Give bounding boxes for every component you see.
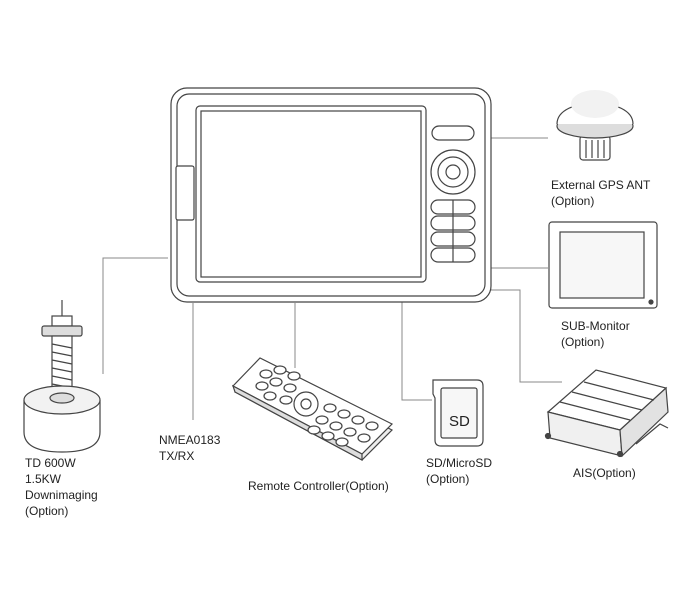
- transducer-label-line3: Downimaging: [25, 488, 98, 502]
- transducer-label-line2: 1.5KW: [25, 472, 62, 486]
- key-pad: [430, 199, 476, 263]
- sd-card-text: SD: [449, 413, 470, 430]
- sd-label-line2: (Option): [426, 472, 470, 486]
- gps-antenna-icon: [556, 90, 634, 161]
- ais-label-line1: AIS(Option): [573, 466, 636, 480]
- transducer-label-line1: TD 600W: [25, 456, 76, 470]
- gps-label-line1: External GPS ANT: [551, 178, 651, 192]
- sd-card-icon: [432, 379, 484, 447]
- remote-keys: [255, 365, 379, 447]
- ais-icon: [544, 369, 669, 458]
- display-screen: [195, 105, 427, 283]
- remote-label: Remote Controller(Option): [248, 478, 389, 494]
- main-display-unit: [170, 87, 492, 303]
- nmea-label-line1: NMEA0183: [159, 433, 221, 447]
- display-screen-inner: [200, 110, 422, 278]
- transducer-label: TD 600W 1.5KW Downimaging (Option): [25, 455, 98, 519]
- gps-label: External GPS ANT (Option): [551, 177, 650, 209]
- sub-monitor-label-line1: SUB-Monitor: [561, 319, 630, 333]
- transducer-connection-line: [102, 257, 168, 374]
- sd-label-line1: SD/MicroSD: [426, 456, 493, 470]
- rotary-knob-center: [445, 164, 461, 180]
- remote-controller-icon: [231, 357, 394, 462]
- ais-label: AIS(Option): [573, 465, 636, 481]
- nmea-label: NMEA0183 TX/RX: [159, 432, 220, 464]
- remote-label-line1: Remote Controller(Option): [248, 479, 389, 493]
- transducer-icon: [23, 300, 101, 453]
- side-card-slot: [175, 165, 195, 221]
- gps-label-line2: (Option): [551, 194, 595, 208]
- connection-lines: [102, 137, 562, 420]
- sub-monitor-icon: [548, 221, 658, 309]
- power-key: [431, 125, 475, 141]
- ais-connection-line: [490, 289, 562, 383]
- sd-label: SD/MicroSD (Option): [426, 455, 492, 487]
- nmea-label-line2: TX/RX: [159, 449, 195, 463]
- sd-connection-line: [401, 300, 432, 401]
- transducer-label-line4: (Option): [25, 504, 69, 518]
- sub-monitor-label: SUB-Monitor (Option): [561, 318, 630, 350]
- sub-monitor-label-line2: (Option): [561, 335, 605, 349]
